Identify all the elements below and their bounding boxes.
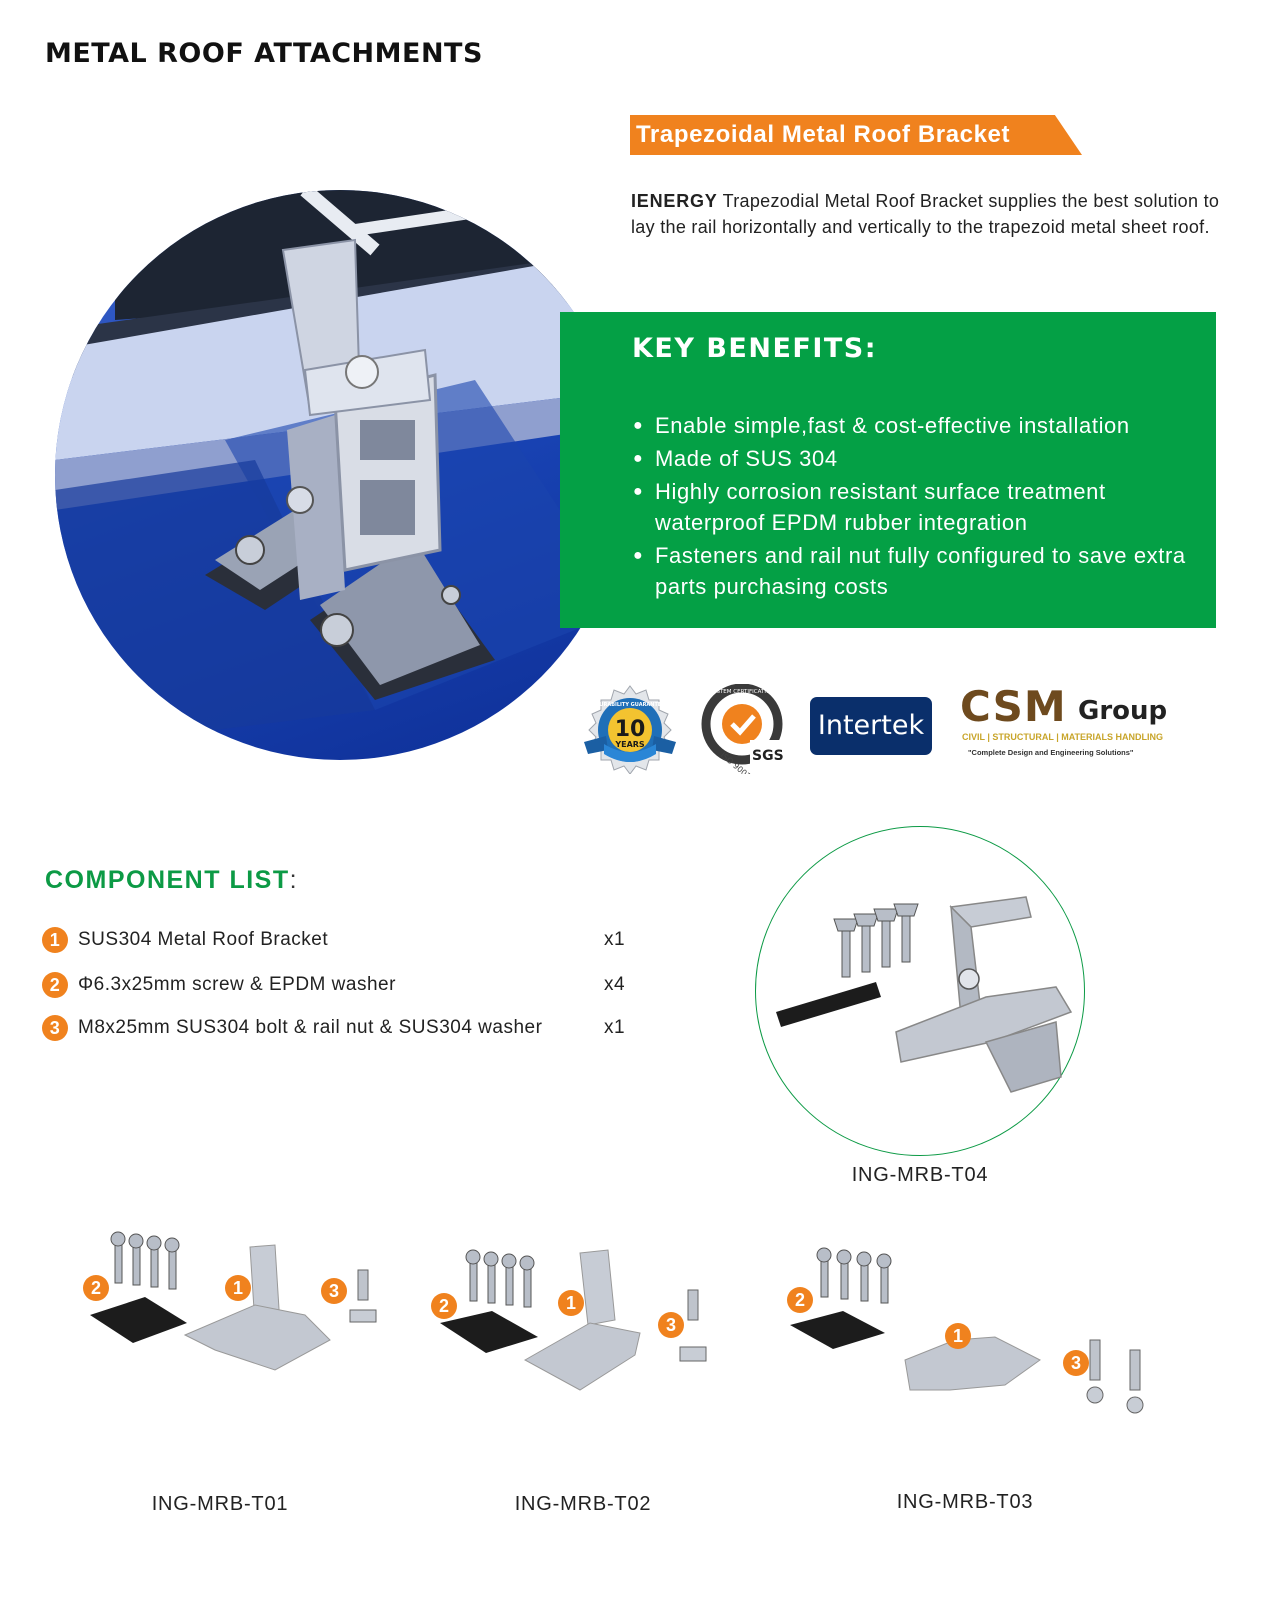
roof-bracket-illustration [55, 190, 625, 750]
component-name: Φ6.3x25mm screw & EPDM washer [78, 974, 396, 996]
component-qty: x1 [604, 929, 626, 950]
component-name: SUS304 Metal Roof Bracket [78, 929, 329, 951]
sgs-seal: SYSTEM CERTIFICATION ISO 9001 SGS [700, 683, 790, 781]
sgs-ring-text: SYSTEM CERTIFICATION [710, 689, 775, 695]
hero-product-photo [55, 190, 625, 760]
csm-name: CSM [960, 682, 1067, 731]
sgs-certification-icon: SYSTEM CERTIFICATION ISO 9001 SGS [701, 683, 790, 781]
description-text: Trapezodial Metal Roof Bracket supplies … [631, 191, 1220, 237]
part-badge-1: 1 [558, 1290, 584, 1316]
warranty-seal: 10 YEARS DURABILITY GUARANTEE [580, 684, 680, 775]
part-badge-2: 2 [83, 1275, 109, 1301]
csm-subtitle: CIVIL | STRUCTURAL | MATERIALS HANDLING [962, 732, 1164, 742]
component-item: 3 M8x25mm SUS304 bolt & rail nut & SUS304… [42, 1015, 642, 1045]
part-badge-3: 3 [658, 1312, 684, 1338]
part-badge-2: 2 [787, 1287, 813, 1313]
product-tag: Trapezoidal Metal Roof Bracket [630, 115, 1082, 155]
part-badge-3: 3 [1063, 1350, 1089, 1376]
warranty-seal-icon: 10 YEARS DURABILITY GUARANTEE [584, 685, 676, 775]
component-item: 2 Φ6.3x25mm screw & EPDM washer x4 [42, 972, 642, 1002]
kit-t02-label: ING-MRB-T02 [514, 1493, 652, 1515]
intertek-logo: Intertek [810, 697, 932, 755]
csm-group: Group [1078, 696, 1168, 726]
component-number-badge: 1 [42, 927, 68, 953]
csm-group-logo: CSM Group CIVIL | STRUCTURAL | MATERIALS… [960, 682, 1190, 768]
brand-name: IENERGY [631, 191, 718, 211]
key-benefits-title: KEY BENEFITS: [632, 333, 878, 364]
kit-t03-illustration: 1 2 3 [785, 1245, 1155, 1435]
featured-product-photo [755, 826, 1085, 1156]
benefit-item: Enable simple,fast & cost-effective inst… [633, 410, 1203, 441]
page-title: METAL ROOF ATTACHMENTS [45, 38, 483, 69]
part-badge-1: 1 [225, 1275, 251, 1301]
benefit-item: Highly corrosion resistant surface treat… [633, 476, 1203, 538]
kit-t03-label: ING-MRB-T03 [896, 1491, 1034, 1513]
component-number-badge: 2 [42, 972, 68, 998]
component-list-title-colon: : [289, 866, 299, 894]
component-list-title-text: COMPONENT LIST [45, 866, 290, 894]
component-qty: x1 [604, 1017, 626, 1038]
component-number-badge: 3 [42, 1015, 68, 1041]
kit-t01-icon [90, 1231, 377, 1371]
component-list-title: COMPONENT LIST: [45, 866, 298, 895]
kit-t02-illustration: 1 2 3 [430, 1245, 750, 1445]
kit-t02-icon [440, 1249, 707, 1391]
benefit-item: Fasteners and rail nut fully configured … [633, 540, 1203, 602]
benefit-item: Made of SUS 304 [633, 443, 1203, 474]
part-badge-3: 3 [321, 1278, 347, 1304]
kit-t03-icon [790, 1247, 1144, 1414]
benefits-list: Enable simple,fast & cost-effective inst… [633, 410, 1203, 604]
featured-model-label: ING-MRB-T04 [851, 1164, 989, 1186]
part-badge-1: 1 [945, 1323, 971, 1349]
product-description: IENERGY Trapezodial Metal Roof Bracket s… [631, 188, 1231, 240]
warranty-ring-text: DURABILITY GUARANTEE [595, 702, 665, 708]
csm-slogan: "Complete Design and Engineering Solutio… [968, 748, 1134, 757]
sgs-label: SGS [752, 748, 784, 764]
kit-t01-illustration: 1 2 3 [75, 1225, 395, 1425]
part-badge-2: 2 [431, 1293, 457, 1319]
bracket-kit-icon [776, 896, 1073, 1093]
kit-t01-label: ING-MRB-T01 [151, 1493, 289, 1515]
component-name: M8x25mm SUS304 bolt & rail nut & SUS304 … [78, 1017, 543, 1039]
component-qty: x4 [604, 974, 626, 995]
warranty-unit: YEARS [614, 740, 645, 749]
warranty-number: 10 [615, 717, 646, 742]
component-item: 1 SUS304 Metal Roof Bracket x1 [42, 927, 642, 957]
